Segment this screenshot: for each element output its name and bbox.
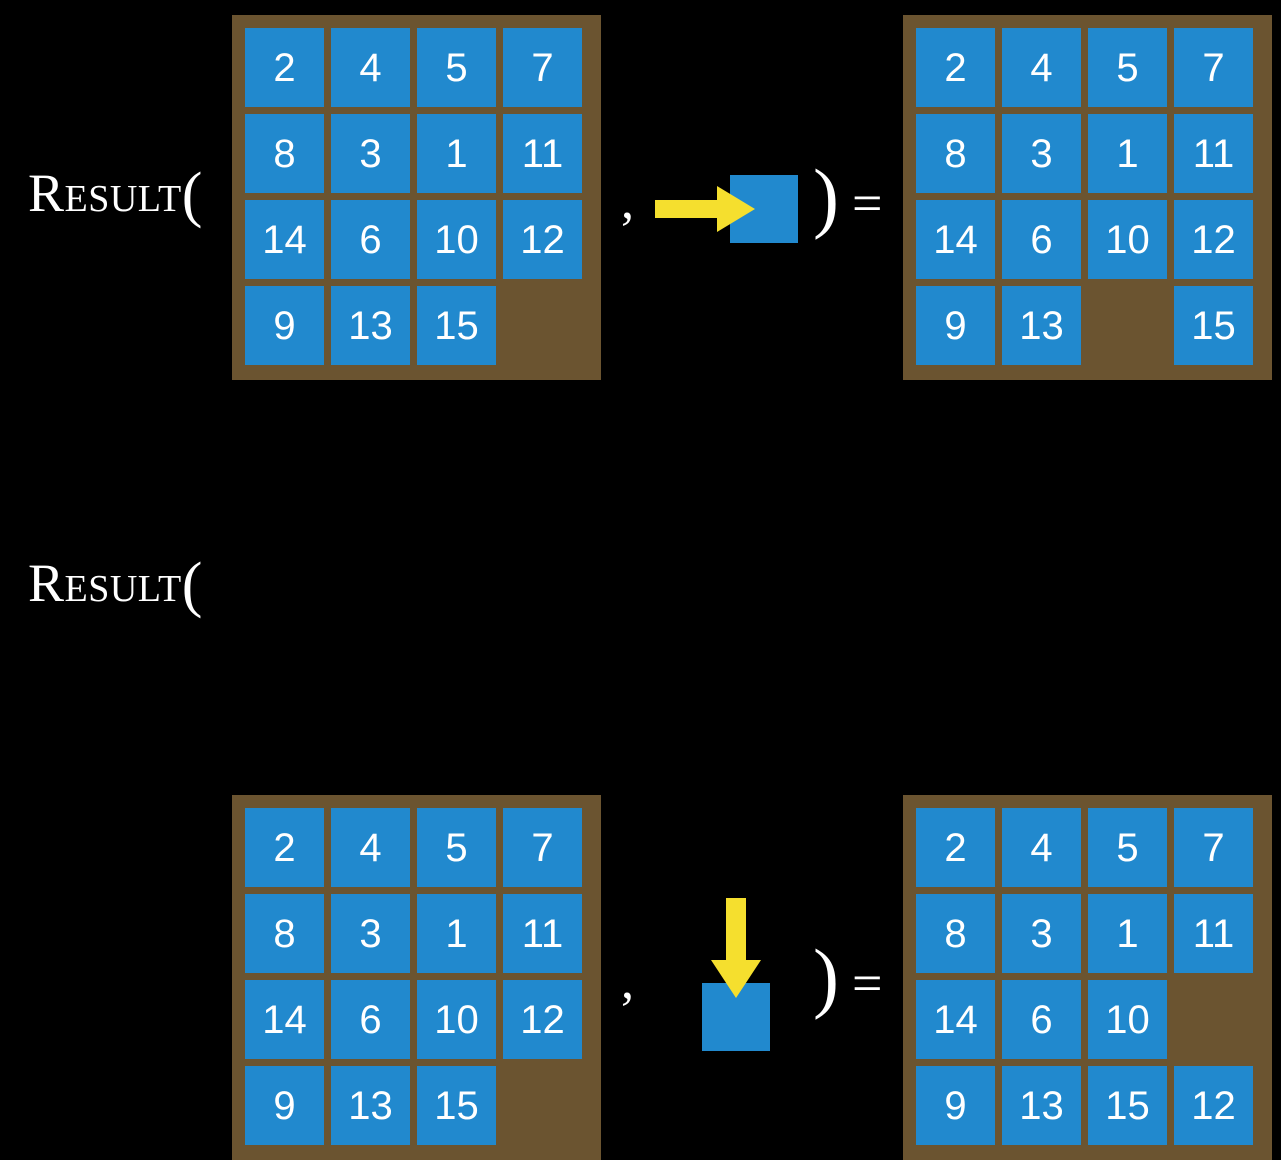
- close-paren-row-1: ): [813, 153, 839, 240]
- tile[interactable]: 11: [503, 114, 582, 193]
- tile[interactable]: 1: [417, 114, 496, 193]
- tile[interactable]: 6: [1002, 980, 1081, 1059]
- tile[interactable]: 9: [916, 286, 995, 365]
- tile[interactable]: 13: [331, 1066, 410, 1145]
- tile[interactable]: 8: [245, 114, 324, 193]
- tile[interactable]: 12: [1174, 200, 1253, 279]
- tile[interactable]: 6: [331, 980, 410, 1059]
- tile[interactable]: 3: [331, 114, 410, 193]
- tile[interactable]: 11: [1174, 894, 1253, 973]
- tile[interactable]: 5: [1088, 28, 1167, 107]
- close-paren-row-2: ): [813, 933, 839, 1020]
- tile[interactable]: 3: [1002, 114, 1081, 193]
- open-paren-row-1: (: [181, 161, 203, 229]
- result-function-label-row-2: Result(: [28, 554, 203, 616]
- tile[interactable]: 12: [1174, 1066, 1253, 1145]
- tile[interactable]: 7: [1174, 28, 1253, 107]
- tile[interactable]: 15: [1088, 1066, 1167, 1145]
- tile[interactable]: 4: [1002, 808, 1081, 887]
- input-board-row-2: 2 4 5 7 8 3 1 11 14 6 10 12 9 13 15: [232, 795, 601, 1160]
- tile[interactable]: 14: [245, 980, 324, 1059]
- tile[interactable]: 9: [245, 1066, 324, 1145]
- tile[interactable]: 10: [417, 200, 496, 279]
- tile[interactable]: 13: [1002, 1066, 1081, 1145]
- move-down[interactable]: [690, 898, 800, 1053]
- empty-slot[interactable]: [1088, 286, 1167, 365]
- arrow-right-icon: [655, 186, 755, 232]
- tile[interactable]: 15: [417, 1066, 496, 1145]
- tile[interactable]: 5: [1088, 808, 1167, 887]
- tile[interactable]: 4: [331, 808, 410, 887]
- tile[interactable]: 13: [331, 286, 410, 365]
- empty-slot[interactable]: [503, 1066, 582, 1145]
- tile[interactable]: 14: [916, 200, 995, 279]
- tile[interactable]: 1: [417, 894, 496, 973]
- tile[interactable]: 7: [503, 808, 582, 887]
- tile[interactable]: 2: [916, 28, 995, 107]
- argument-separator-row-2: ,: [621, 953, 634, 1010]
- output-board-row-2-grid: 2 4 5 7 8 3 1 11 14 6 10 9 13 15 12: [916, 808, 1259, 1147]
- arrow-down-icon: [711, 898, 761, 998]
- tile[interactable]: 11: [503, 894, 582, 973]
- tile[interactable]: 15: [1174, 286, 1253, 365]
- output-board-row-1-grid: 2 4 5 7 8 3 1 11 14 6 10 12 9 13 15: [916, 28, 1259, 367]
- equation-row-slide-down: Result( 2 4 5 7 8 3 1 11 14 6 10 12 9 13…: [0, 390, 1281, 1160]
- tile[interactable]: 6: [1002, 200, 1081, 279]
- tile[interactable]: 4: [1002, 28, 1081, 107]
- tile[interactable]: 9: [245, 286, 324, 365]
- tile[interactable]: 10: [1088, 200, 1167, 279]
- tile[interactable]: 10: [1088, 980, 1167, 1059]
- result-function-label-row-1: Result(: [28, 164, 203, 226]
- tile[interactable]: 4: [331, 28, 410, 107]
- tile[interactable]: 1: [1088, 894, 1167, 973]
- tile[interactable]: 13: [1002, 286, 1081, 365]
- equals-sign-row-1: =: [852, 173, 883, 233]
- tile[interactable]: 14: [245, 200, 324, 279]
- tile[interactable]: 3: [1002, 894, 1081, 973]
- tile[interactable]: 8: [916, 894, 995, 973]
- tile[interactable]: 7: [1174, 808, 1253, 887]
- tile[interactable]: 3: [331, 894, 410, 973]
- tile[interactable]: 7: [503, 28, 582, 107]
- tile[interactable]: 2: [245, 28, 324, 107]
- input-board-row-1-grid: 2 4 5 7 8 3 1 11 14 6 10 12 9 13 15: [245, 28, 588, 367]
- tile[interactable]: 2: [245, 808, 324, 887]
- tile[interactable]: 12: [503, 200, 582, 279]
- tile[interactable]: 15: [417, 286, 496, 365]
- tile[interactable]: 1: [1088, 114, 1167, 193]
- input-board-row-2-grid: 2 4 5 7 8 3 1 11 14 6 10 12 9 13 15: [245, 808, 588, 1147]
- tile[interactable]: 5: [417, 28, 496, 107]
- tile[interactable]: 8: [916, 114, 995, 193]
- tile[interactable]: 9: [916, 1066, 995, 1145]
- empty-slot[interactable]: [503, 286, 582, 365]
- tile[interactable]: 10: [417, 980, 496, 1059]
- output-board-row-2: 2 4 5 7 8 3 1 11 14 6 10 9 13 15 12: [903, 795, 1272, 1160]
- open-paren-row-2: (: [181, 551, 203, 619]
- equals-sign-row-2: =: [852, 953, 883, 1013]
- equation-row-slide-right: Result( 2 4 5 7 8 3 1 11 14 6 10 12 9 13…: [0, 0, 1281, 390]
- input-board-row-1: 2 4 5 7 8 3 1 11 14 6 10 12 9 13 15: [232, 15, 601, 380]
- result-function-name-row-1: Result: [28, 163, 182, 223]
- argument-separator-row-1: ,: [621, 173, 634, 230]
- move-right[interactable]: [655, 170, 805, 250]
- empty-slot[interactable]: [1174, 980, 1253, 1059]
- tile[interactable]: 14: [916, 980, 995, 1059]
- tile[interactable]: 11: [1174, 114, 1253, 193]
- tile[interactable]: 2: [916, 808, 995, 887]
- tile[interactable]: 6: [331, 200, 410, 279]
- tile[interactable]: 5: [417, 808, 496, 887]
- tile[interactable]: 8: [245, 894, 324, 973]
- result-function-name-row-2: Result: [28, 553, 182, 613]
- tile[interactable]: 12: [503, 980, 582, 1059]
- output-board-row-1: 2 4 5 7 8 3 1 11 14 6 10 12 9 13 15: [903, 15, 1272, 380]
